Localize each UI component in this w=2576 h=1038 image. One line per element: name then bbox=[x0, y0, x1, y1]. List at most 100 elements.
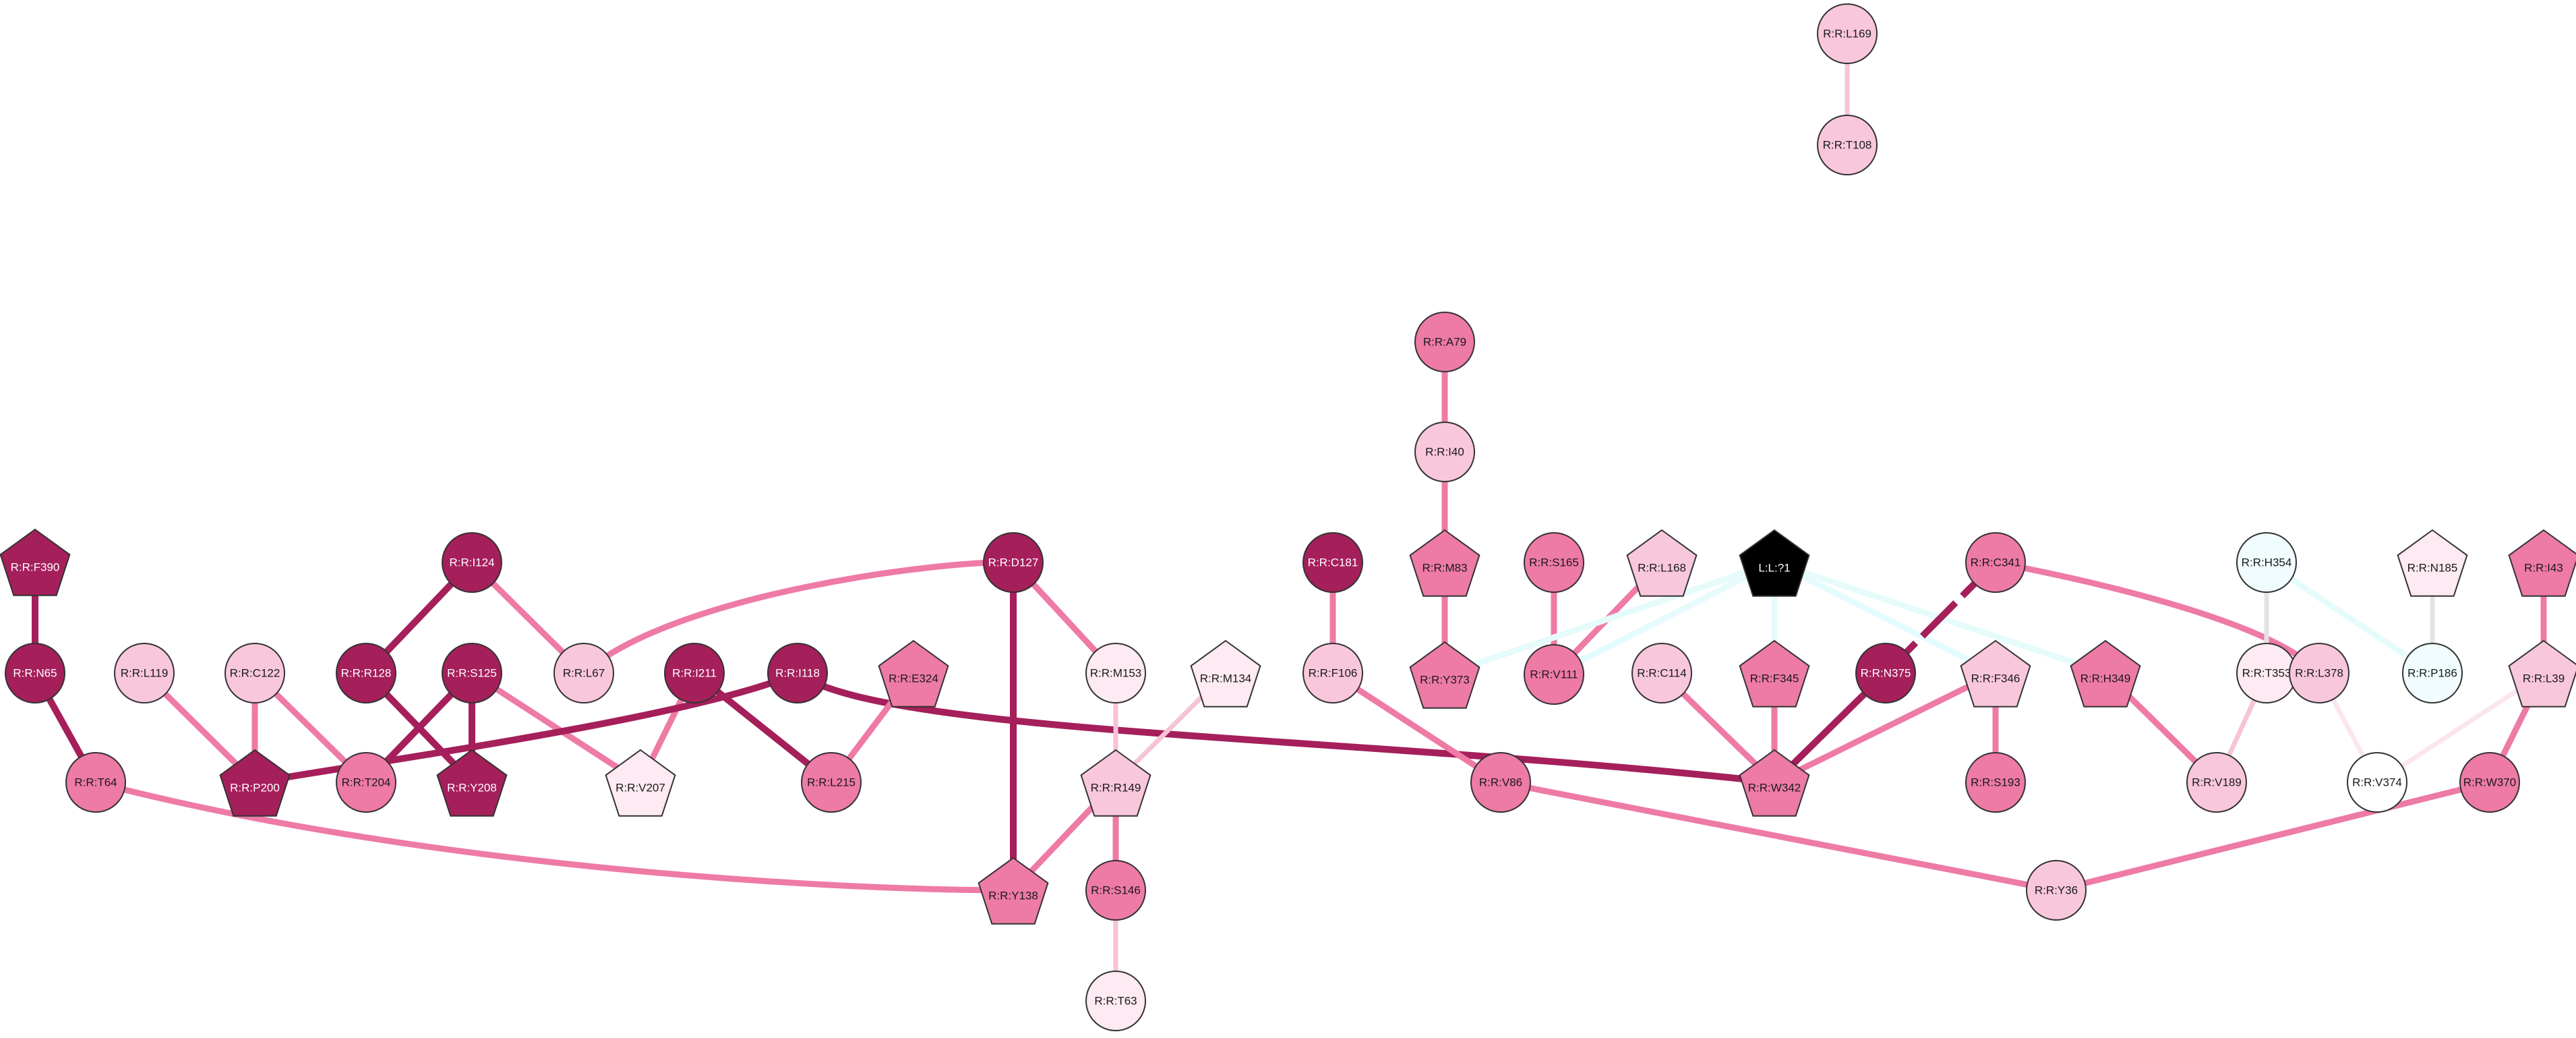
node-y373[interactable]: R:R:Y373 bbox=[1409, 641, 1480, 709]
node-e324[interactable]: R:R:E324 bbox=[878, 639, 949, 708]
node-f106[interactable]: R:R:F106 bbox=[1302, 643, 1363, 703]
node-f346[interactable]: R:R:F346 bbox=[1960, 639, 2031, 708]
node-circle-shape bbox=[1817, 3, 1878, 64]
node-l39[interactable]: R:R:L39 bbox=[2508, 639, 2576, 708]
node-label: R:R:S165 bbox=[1529, 556, 1579, 569]
node-f345[interactable]: R:R:F345 bbox=[1739, 639, 1810, 708]
node-v86[interactable]: R:R:V86 bbox=[1470, 752, 1531, 813]
nodes-layer: R:R:L169R:R:T108R:R:A79R:R:I40R:R:M83R:R… bbox=[0, 3, 2576, 1031]
node-pentagon-shape bbox=[0, 528, 71, 596]
node-label: R:R:E324 bbox=[889, 672, 938, 685]
node-label: R:R:L119 bbox=[121, 667, 169, 680]
node-h354[interactable]: R:R:H354 bbox=[2236, 532, 2297, 593]
edge-v86-y36 bbox=[1500, 779, 2057, 894]
node-pentagon-shape bbox=[2070, 639, 2141, 708]
edge-w370-y36 bbox=[2055, 779, 2491, 894]
node-l215[interactable]: R:R:L215 bbox=[801, 752, 862, 813]
node-i124[interactable]: R:R:I124 bbox=[442, 532, 502, 593]
node-d127[interactable]: R:R:D127 bbox=[983, 532, 1044, 593]
node-v189[interactable]: R:R:V189 bbox=[2186, 752, 2247, 813]
edge-l39-v374 bbox=[2376, 671, 2545, 784]
node-t64[interactable]: R:R:T64 bbox=[65, 752, 126, 813]
node-label: R:R:L39 bbox=[2523, 672, 2565, 685]
node-w370[interactable]: R:R:W370 bbox=[2459, 752, 2520, 813]
node-label: R:R:S125 bbox=[447, 667, 497, 680]
node-label: R:R:H349 bbox=[2080, 672, 2131, 685]
node-i40[interactable]: R:R:I40 bbox=[1414, 422, 1475, 482]
node-m83[interactable]: R:R:M83 bbox=[1409, 529, 1480, 597]
node-label: R:R:N65 bbox=[13, 667, 57, 680]
node-y36[interactable]: R:R:Y36 bbox=[2026, 860, 2087, 921]
node-i211[interactable]: R:R:I211 bbox=[664, 643, 725, 703]
node-label: R:R:F345 bbox=[1750, 672, 1799, 685]
node-t108[interactable]: R:R:T108 bbox=[1817, 115, 1878, 175]
node-c181[interactable]: R:R:C181 bbox=[1302, 532, 1363, 593]
node-m153[interactable]: R:R:M153 bbox=[1085, 643, 1146, 703]
node-t353[interactable]: R:R:T353 bbox=[2236, 643, 2297, 703]
node-label: R:R:C181 bbox=[1308, 556, 1358, 569]
node-label: R:R:F390 bbox=[11, 561, 60, 574]
node-n375[interactable]: R:R:N375 bbox=[1855, 643, 1916, 703]
node-a79[interactable]: R:R:A79 bbox=[1414, 312, 1475, 372]
node-label: R:R:C341 bbox=[1971, 556, 2021, 569]
node-pentagon-shape bbox=[1739, 639, 1810, 708]
node-circle-shape bbox=[801, 752, 862, 813]
node-m134[interactable]: R:R:M134 bbox=[1190, 639, 1261, 708]
node-c122[interactable]: R:R:C122 bbox=[224, 643, 285, 703]
node-l119[interactable]: R:R:L119 bbox=[114, 643, 175, 703]
node-circle-shape bbox=[2347, 752, 2407, 813]
node-pentagon-shape bbox=[2508, 639, 2576, 708]
node-f390[interactable]: R:R:F390 bbox=[0, 528, 71, 596]
node-w342[interactable]: R:R:W342 bbox=[1739, 749, 1810, 817]
node-pentagon-shape bbox=[1409, 641, 1480, 709]
node-l168[interactable]: R:R:L168 bbox=[1626, 529, 1698, 597]
node-pentagon-shape bbox=[219, 749, 291, 817]
node-n65[interactable]: R:R:N65 bbox=[5, 643, 65, 703]
node-v374[interactable]: R:R:V374 bbox=[2347, 752, 2407, 813]
node-label: R:R:I124 bbox=[449, 556, 494, 569]
node-s146[interactable]: R:R:S146 bbox=[1085, 860, 1146, 921]
node-circle-shape bbox=[2289, 643, 2349, 703]
node-lig[interactable]: L:L:?1 bbox=[1739, 529, 1810, 597]
node-label: R:R:T204 bbox=[342, 776, 391, 789]
node-circle-shape bbox=[1631, 643, 1692, 703]
node-h349[interactable]: R:R:H349 bbox=[2070, 639, 2141, 708]
node-label: R:R:A79 bbox=[1423, 336, 1466, 349]
node-s165[interactable]: R:R:S165 bbox=[1524, 532, 1584, 593]
edge-lig-f346 bbox=[1772, 559, 1998, 676]
node-circle-shape bbox=[114, 643, 175, 703]
node-circle-shape bbox=[2026, 860, 2087, 921]
node-circle-shape bbox=[1965, 752, 2026, 813]
node-c341[interactable]: R:R:C341 bbox=[1965, 532, 2026, 593]
node-l378[interactable]: R:R:L378 bbox=[2289, 643, 2349, 703]
node-r149[interactable]: R:R:R149 bbox=[1080, 749, 1151, 817]
node-i43[interactable]: R:R:I43 bbox=[2508, 529, 2576, 597]
node-s125[interactable]: R:R:S125 bbox=[442, 643, 502, 703]
node-y138[interactable]: R:R:Y138 bbox=[978, 857, 1049, 925]
node-p200[interactable]: R:R:P200 bbox=[219, 749, 291, 817]
edge-s125-v207 bbox=[470, 670, 642, 785]
node-s193[interactable]: R:R:S193 bbox=[1965, 752, 2026, 813]
node-l169[interactable]: R:R:L169 bbox=[1817, 3, 1878, 64]
node-label: R:R:L67 bbox=[563, 667, 605, 680]
node-label: R:R:I40 bbox=[1425, 446, 1464, 459]
node-pentagon-shape bbox=[1080, 749, 1151, 817]
node-i118[interactable]: R:R:I118 bbox=[767, 643, 828, 703]
node-n185[interactable]: R:R:N185 bbox=[2397, 529, 2468, 597]
node-v207[interactable]: R:R:V207 bbox=[605, 749, 676, 817]
node-y208[interactable]: R:R:Y208 bbox=[436, 749, 508, 817]
node-l67[interactable]: R:R:L67 bbox=[553, 643, 614, 703]
node-v111[interactable]: R:R:V111 bbox=[1524, 644, 1584, 705]
node-label: R:R:V189 bbox=[2192, 776, 2242, 789]
node-r128[interactable]: R:R:R128 bbox=[336, 643, 396, 703]
node-c114[interactable]: R:R:C114 bbox=[1631, 643, 1692, 703]
node-label: R:R:V207 bbox=[616, 782, 665, 795]
node-circle-shape bbox=[2402, 643, 2463, 703]
node-circle-shape bbox=[442, 643, 502, 703]
node-p186[interactable]: R:R:P186 bbox=[2402, 643, 2463, 703]
node-pentagon-shape bbox=[605, 749, 676, 817]
node-t204[interactable]: R:R:T204 bbox=[336, 752, 396, 813]
node-label: R:R:R128 bbox=[341, 667, 392, 680]
node-t63[interactable]: R:R:T63 bbox=[1085, 971, 1146, 1031]
